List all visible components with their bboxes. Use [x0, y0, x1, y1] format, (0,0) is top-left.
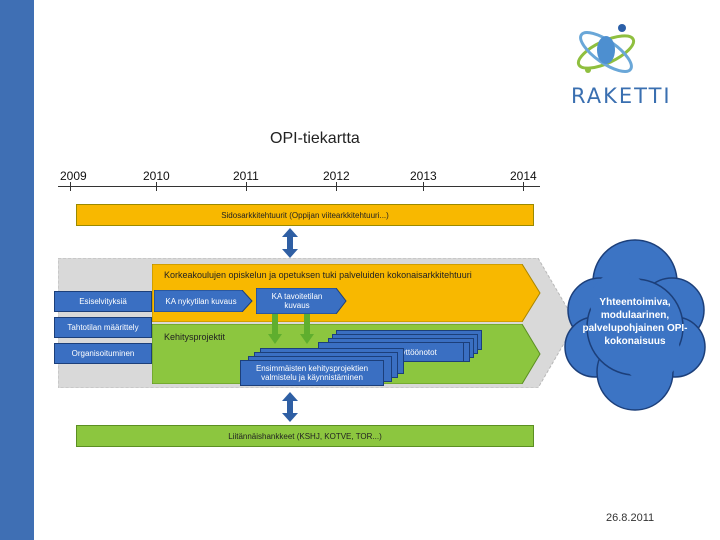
architecture-band-chevron	[152, 264, 541, 322]
architecture-band-label: Korkeakoulujen opiskelun ja opetuksen tu…	[164, 270, 472, 280]
year-label: 2012	[323, 169, 350, 183]
down-arrow-icon	[300, 314, 314, 344]
double-arrow-icon	[282, 392, 298, 422]
first-projects-box: Ensimmäisten kehitysprojektien valmistel…	[240, 360, 384, 386]
reference-architecture-label: Sidosarkkitehtuurit (Oppijan viitearkkit…	[221, 210, 389, 220]
first-projects-label: Ensimmäisten kehitysprojektien valmistel…	[255, 364, 369, 382]
year-label: 2013	[410, 169, 437, 183]
timeline-tick	[523, 182, 524, 191]
related-projects-band: Liitännäishankkeet (KSHJ, KOTVE, TOR...)	[76, 425, 534, 447]
cloud-shape	[564, 239, 706, 411]
timeline-axis	[58, 186, 540, 187]
down-arrow-icon	[268, 314, 282, 344]
target-state-label: KA tavoitetilan kuvaus	[271, 292, 323, 310]
left-sidebar-bar	[0, 0, 34, 540]
target-state-arrow	[256, 288, 347, 314]
slide-date: 26.8.2011	[606, 512, 655, 524]
target-state-label: Tahtotilan määrittely	[67, 323, 139, 332]
double-arrow-icon	[282, 228, 298, 258]
cloud-label: Yhteentoimiva, modulaarinen, palvelupohj…	[582, 297, 688, 347]
year-label: 2010	[143, 169, 170, 183]
year-label: 2014	[510, 169, 537, 183]
timeline-tick	[70, 182, 71, 191]
timeline-tick	[336, 182, 337, 191]
current-state-label: KA nykytilan kuvaus	[165, 296, 237, 306]
timeline-tick	[156, 182, 157, 191]
target-state-box: Tahtotilan määrittely	[54, 317, 152, 338]
development-band-label: Kehitysprojektit	[164, 332, 226, 342]
timeline-tick	[423, 182, 424, 191]
current-state-arrow	[154, 290, 253, 312]
prestudy-box: Esiselvityksiä	[54, 291, 152, 312]
year-label: 2009	[60, 169, 87, 183]
raketti-logo-icon	[576, 24, 636, 73]
prestudy-label: Esiselvityksiä	[79, 297, 127, 306]
related-projects-label: Liitännäishankkeet (KSHJ, KOTVE, TOR...)	[228, 431, 382, 441]
organizing-box: Organisoituminen	[54, 343, 152, 364]
reference-architecture-band: Sidosarkkitehtuurit (Oppijan viitearkkit…	[76, 204, 534, 226]
year-label: 2011	[233, 169, 259, 183]
organizing-label: Organisoituminen	[71, 349, 135, 358]
logo-wordmark: RAKETTI	[571, 84, 672, 108]
timeline-tick	[246, 182, 247, 191]
diagram-title: OPI-tiekartta	[270, 130, 360, 147]
